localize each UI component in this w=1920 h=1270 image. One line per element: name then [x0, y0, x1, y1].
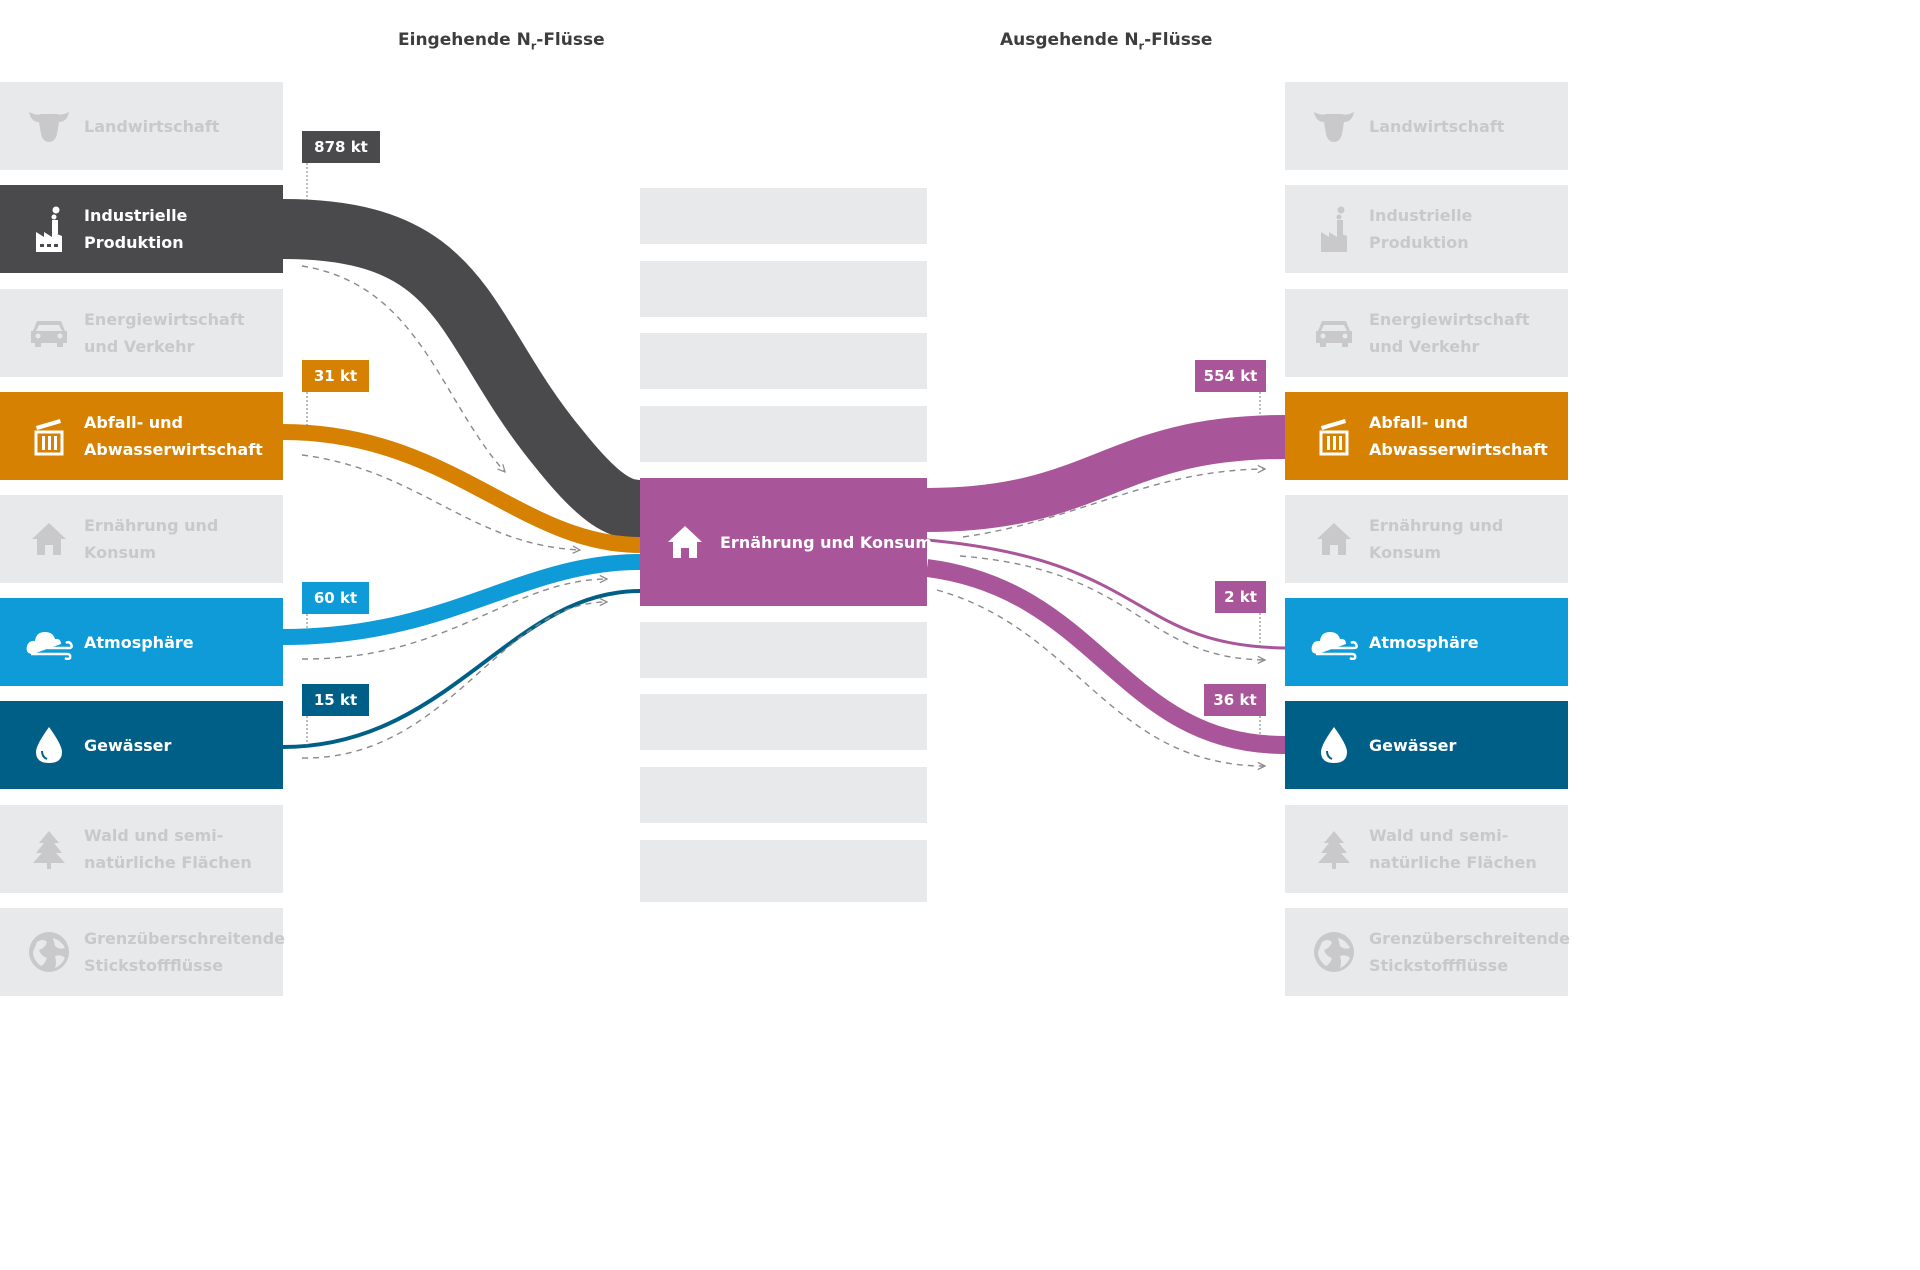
sector-label: Landwirtschaft	[84, 116, 220, 136]
factory-icon	[20, 206, 78, 252]
trash-bin-icon	[20, 414, 78, 458]
sector-label: Industrielle Produktion	[1369, 206, 1473, 252]
left-sector-ernaehrung: Ernährung und Konsum	[0, 495, 283, 583]
tree-icon	[20, 827, 78, 871]
sector-label: Atmosphäre	[1369, 632, 1479, 652]
right-sector-abfall: Abfall- und Abwasserwirtschaft	[1285, 392, 1568, 480]
flow-in-gewaesser-value: 15 kt	[302, 684, 369, 716]
flow-out-atmosphaere-value: 2 kt	[1215, 581, 1266, 613]
flow-out-abfall-value: 554 kt	[1195, 360, 1266, 392]
flow-in-atmosphaere-value: 60 kt	[302, 582, 369, 614]
dashed-arrows-incoming	[301, 265, 607, 759]
flow-out-gewaesser-value: 36 kt	[1204, 684, 1266, 716]
sector-label: Energiewirtschaft und Verkehr	[1369, 310, 1530, 356]
outgoing-flows-heading: Ausgehende Nr-Flüsse	[1000, 30, 1213, 53]
flow-out-gewaesser-ribbon	[925, 559, 1286, 754]
water-drop-icon	[20, 723, 78, 767]
sector-label: Grenzüberschreitende Stickstoffflüsse	[1369, 929, 1570, 975]
sector-label: Ernährung und Konsum	[1369, 516, 1504, 562]
cloud-wind-icon	[1305, 620, 1363, 664]
car-icon	[20, 311, 78, 355]
sector-label: Gewässer	[84, 735, 172, 755]
trash-bin-icon	[1305, 414, 1363, 458]
cow-icon	[20, 104, 78, 148]
cloud-wind-icon	[20, 620, 78, 664]
right-sector-energie: Energiewirtschaft und Verkehr	[1285, 289, 1568, 377]
left-sector-abfall: Abfall- und Abwasserwirtschaft	[0, 392, 283, 480]
incoming-flows-heading: Eingehende Nr-Flüsse	[398, 30, 605, 53]
left-sector-landwirtschaft: Landwirtschaft	[0, 82, 283, 170]
flow-in-industrie-ribbon	[282, 199, 642, 540]
globe-icon	[20, 930, 78, 974]
flow-in-abfall-ribbon	[282, 424, 641, 553]
center-slot	[640, 261, 927, 317]
sector-label: Grenzüberschreitende Stickstoffflüsse	[84, 929, 285, 975]
left-sector-grenz: Grenzüberschreitende Stickstoffflüsse	[0, 908, 285, 996]
house-icon	[666, 522, 704, 562]
center-node-ernaehrung: Ernährung und Konsum	[640, 478, 932, 606]
center-slot	[640, 694, 927, 750]
sector-label: Wald und semi- natürliche Flächen	[84, 826, 252, 872]
flow-out-atmosphaere-ribbon	[926, 538, 1286, 650]
car-icon	[1305, 311, 1363, 355]
right-sector-landwirtschaft: Landwirtschaft	[1285, 82, 1568, 170]
right-sector-wald: Wald und semi- natürliche Flächen	[1285, 805, 1568, 893]
left-sector-energie: Energiewirtschaft und Verkehr	[0, 289, 283, 377]
right-sector-industrie: Industrielle Produktion	[1285, 185, 1568, 273]
left-sector-gewaesser: Gewässer	[0, 701, 283, 789]
sector-label: Atmosphäre	[84, 632, 194, 652]
sector-label: Ernährung und Konsum	[84, 516, 219, 562]
water-drop-icon	[1305, 723, 1363, 767]
dashed-arrows-outgoing	[936, 469, 1265, 766]
sector-label: Energiewirtschaft und Verkehr	[84, 310, 245, 356]
right-sector-ernaehrung: Ernährung und Konsum	[1285, 495, 1568, 583]
house-icon	[1305, 517, 1363, 561]
flow-in-abfall-value: 31 kt	[302, 360, 369, 392]
sector-label: Wald und semi- natürliche Flächen	[1369, 826, 1537, 872]
flow-in-atmosphaere-ribbon	[282, 554, 641, 645]
center-slot	[640, 406, 927, 462]
sector-label: Industrielle Produktion	[84, 206, 188, 252]
sector-label: Abfall- und Abwasserwirtschaft	[84, 413, 263, 459]
cow-icon	[1305, 104, 1363, 148]
flow-out-abfall-ribbon	[926, 415, 1286, 532]
house-icon	[20, 517, 78, 561]
factory-icon	[1305, 206, 1363, 252]
tag-connectors	[306, 163, 1261, 745]
tree-icon	[1305, 827, 1363, 871]
center-slot	[640, 333, 927, 389]
globe-icon	[1305, 930, 1363, 974]
flow-in-gewaesser-ribbon	[282, 589, 641, 749]
sector-label: Gewässer	[1369, 735, 1457, 755]
center-node-label: Ernährung und Konsum	[720, 532, 932, 552]
center-slot	[640, 840, 927, 902]
center-slot	[640, 188, 927, 244]
flow-in-industrie-value: 878 kt	[302, 131, 380, 163]
center-slot	[640, 622, 927, 678]
right-sector-grenz: Grenzüberschreitende Stickstoffflüsse	[1285, 908, 1570, 996]
right-sector-atmosphaere: Atmosphäre	[1285, 598, 1568, 686]
sector-label: Landwirtschaft	[1369, 116, 1505, 136]
right-sector-gewaesser: Gewässer	[1285, 701, 1568, 789]
flow-diagram	[282, 163, 1286, 1048]
center-slot	[640, 767, 927, 823]
left-sector-atmosphaere: Atmosphäre	[0, 598, 283, 686]
left-sector-industrie: Industrielle Produktion	[0, 185, 283, 273]
left-sector-wald: Wald und semi- natürliche Flächen	[0, 805, 283, 893]
sector-label: Abfall- und Abwasserwirtschaft	[1369, 413, 1548, 459]
